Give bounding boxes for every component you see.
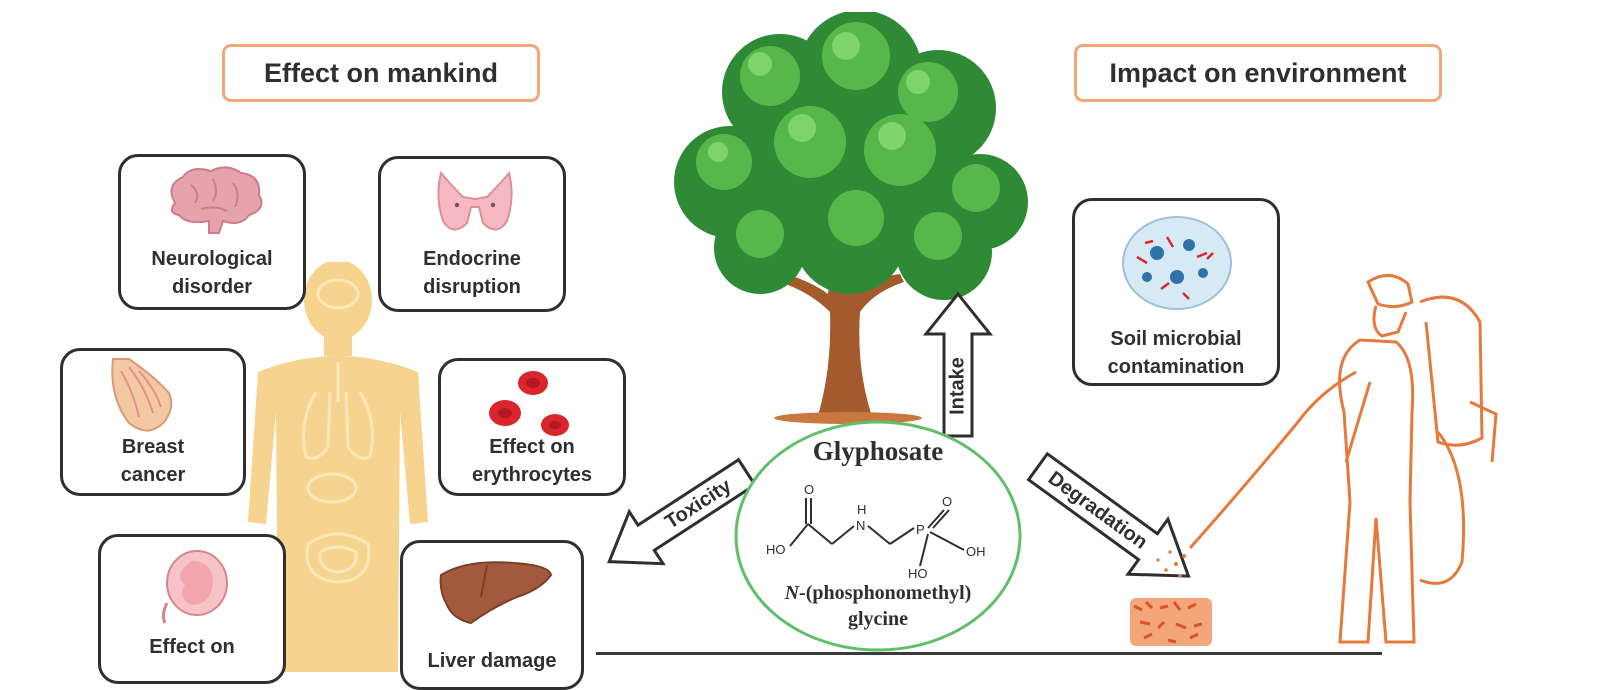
card-soil-microbial-contamination: Soil microbial contamination — [1072, 198, 1280, 386]
card-neurological-disorder-label: Neurological disorder — [151, 248, 273, 298]
heading-effect-on-mankind-text: Effect on mankind — [263, 57, 499, 88]
atom-o-on-p: O — [942, 494, 952, 509]
card-endocrine-disruption-label: Endocrine disruption — [423, 248, 521, 298]
human-body-illustration — [248, 262, 428, 672]
card-liver-damage-label: Liver damage — [427, 650, 557, 672]
heading-impact-on-environment: Impact on environment — [1074, 44, 1442, 102]
soil-patch — [1130, 598, 1212, 646]
card-effect-on-fetus-label: Effect on — [149, 636, 235, 658]
glyphosate-iupac-line1: N-(phosphonomethyl) — [752, 582, 1004, 605]
atom-o-top: O — [804, 482, 814, 497]
breast-anatomy-icon — [111, 358, 173, 432]
glyphosate-iupac-line2: glycine — [848, 608, 908, 630]
red-blood-cells-icon — [489, 371, 569, 436]
spray-mist — [1156, 550, 1186, 578]
card-effect-on-fetus: Effect on — [98, 534, 286, 684]
toxicity-arrow: Toxicity — [607, 457, 758, 566]
intake-arrow: Intake — [922, 291, 994, 438]
microbe-dish-icon — [1122, 216, 1232, 310]
atom-oh: OH — [966, 544, 986, 559]
card-neurological-disorder: Neurological disorder — [118, 154, 306, 310]
glyphosate-circle: O HO H N P O OH HO — [734, 420, 1022, 652]
intake-label: Intake — [946, 357, 968, 415]
card-breast-cancer-label: Breast cancer — [120, 436, 186, 486]
atom-p: P — [916, 522, 925, 537]
glyphosate-name: Glyphosate — [812, 436, 944, 466]
tree-illustration — [674, 12, 1028, 424]
pesticide-sprayer-illustration — [1130, 274, 1498, 646]
card-effect-on-erythrocytes-label: Effect on erythrocytes — [471, 436, 593, 486]
fetus-icon — [161, 550, 228, 624]
card-liver-damage: Liver damage — [400, 540, 584, 690]
brain-icon — [170, 166, 263, 234]
heading-effect-on-mankind: Effect on mankind — [222, 44, 540, 102]
atom-ho-bottom: HO — [908, 566, 928, 581]
card-endocrine-disruption: Endocrine disruption — [378, 156, 566, 312]
glyphosate-structure — [789, 498, 965, 567]
iupac-rest: (phosphonomethyl) — [805, 582, 972, 604]
card-soil-microbial-contamination-label: Soil microbial contamination — [1107, 328, 1245, 378]
iupac-prefix: N- — [784, 582, 806, 604]
atom-ho-left: HO — [766, 542, 786, 557]
ground-line — [596, 652, 1382, 655]
card-effect-on-erythrocytes: Effect on erythrocytes — [438, 358, 626, 496]
liver-icon — [439, 561, 553, 625]
glyphosate-diagram: Effect on mankind Impact on environment … — [60, 12, 1498, 690]
degradation-arrow: Degradation — [1026, 451, 1191, 578]
atom-n: N — [856, 518, 865, 533]
heading-impact-on-environment-text: Impact on environment — [1109, 57, 1407, 88]
thyroid-icon — [437, 170, 513, 231]
card-breast-cancer: Breast cancer — [60, 348, 246, 496]
atom-h: H — [857, 502, 866, 517]
